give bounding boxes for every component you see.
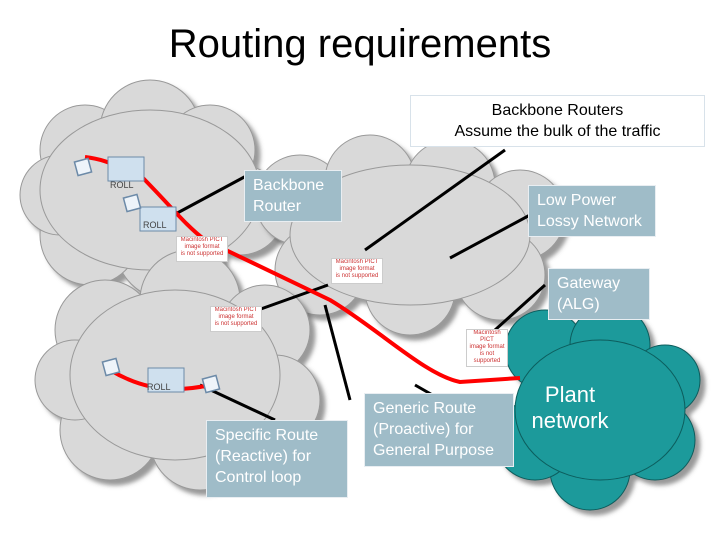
router-icon-2: ROLL [139,206,177,232]
pointer-line-backbone-router [167,173,249,220]
pointer-line-generic-route [323,304,352,401]
callout-generic-route: Generic Route (Proactive) for General Pu… [364,393,514,467]
callout-gateway: Gateway (ALG) [548,268,650,320]
callout-backbone-routers: Backbone Routers Assume the bulk of the … [410,95,705,147]
svg-text:ROLL: ROLL [147,382,171,392]
plant-network-cloud [494,304,701,511]
callout-low-power: Low Power Lossy Network [528,185,656,237]
router-icon-3: ROLL [147,367,185,393]
callout-specific-route: Specific Route (Reactive) for Control lo… [206,420,348,498]
slide-title: Routing requirements [168,22,552,66]
pointer-line-gateway [493,283,547,332]
field-devices [73,157,221,394]
router-icon-1: ROLL [107,156,145,190]
device-icon-3 [101,357,121,377]
device-icon-1 [73,157,93,177]
svg-text:ROLL: ROLL [143,220,167,230]
device-icon-4 [201,374,221,394]
device-icon-2 [122,193,142,213]
pointer-line-backbone-routers [364,148,506,252]
callout-backbone-router: Backbone Router [244,170,342,222]
pointer-line-low-power [449,213,531,260]
svg-text:ROLL: ROLL [110,180,134,190]
plant-network-label: Plant network [531,382,609,433]
